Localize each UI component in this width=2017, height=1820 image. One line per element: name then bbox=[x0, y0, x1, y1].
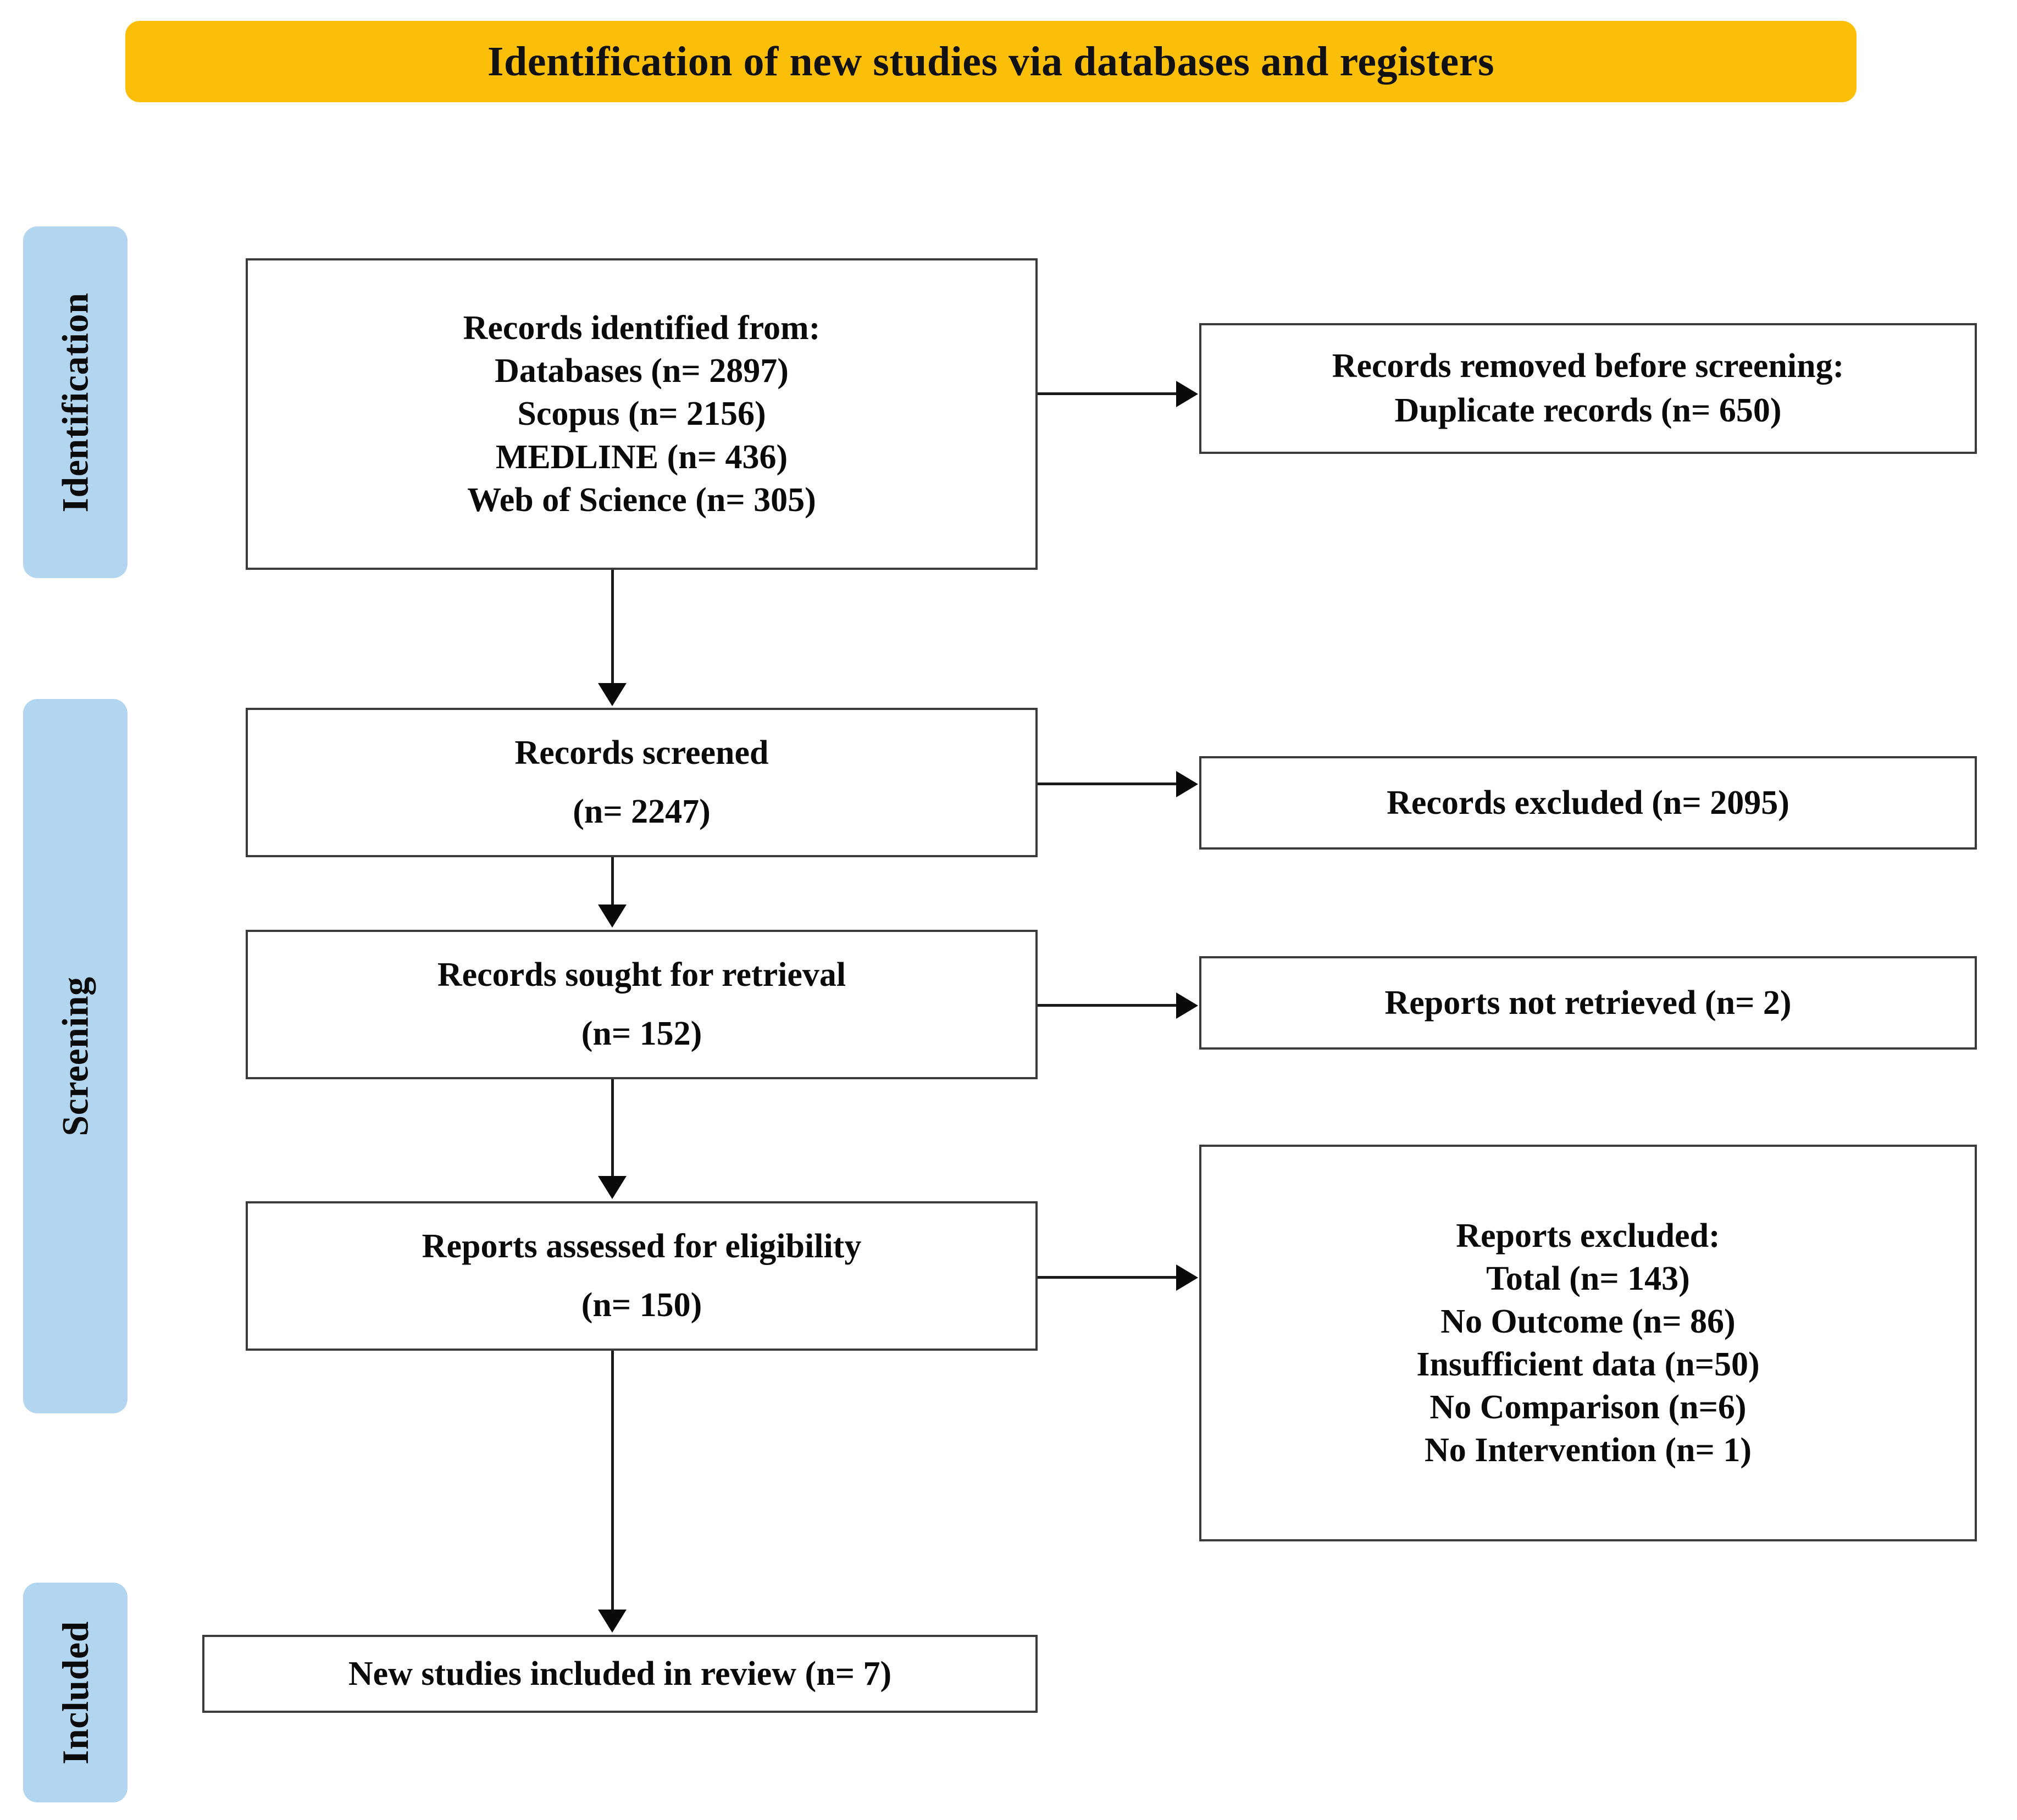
arrow-shaft bbox=[611, 1079, 614, 1178]
box-line: Insufficient data (n=50) bbox=[1416, 1346, 1760, 1383]
box-line: Records sought for retrieval bbox=[437, 956, 846, 994]
box-line: Records identified from: bbox=[463, 309, 821, 347]
box-line: Databases (n= 2897) bbox=[495, 352, 789, 390]
diagram-header-banner: Identification of new studies via databa… bbox=[125, 21, 1857, 102]
arrow-head-down-icon bbox=[598, 683, 627, 706]
box-reports-excluded: Reports excluded: Total (n= 143) No Outc… bbox=[1199, 1145, 1977, 1541]
arrow-head-right-icon bbox=[1176, 381, 1198, 407]
box-records-screened: Records screened (n= 2247) bbox=[246, 708, 1038, 857]
phase-label-identification: Identification bbox=[23, 226, 128, 578]
diagram-title: Identification of new studies via databa… bbox=[487, 38, 1495, 85]
box-line: MEDLINE (n= 436) bbox=[495, 438, 788, 476]
box-line: Reports assessed for eligibility bbox=[422, 1228, 862, 1266]
box-line: Records excluded (n= 2095) bbox=[1387, 784, 1789, 822]
box-line: Total (n= 143) bbox=[1486, 1259, 1690, 1297]
box-line: (n= 150) bbox=[581, 1286, 702, 1324]
box-line: No Outcome (n= 86) bbox=[1440, 1302, 1736, 1340]
box-reports-assessed-for-eligibility: Reports assessed for eligibility (n= 150… bbox=[246, 1201, 1038, 1351]
box-records-removed-before-screening: Records removed before screening: Duplic… bbox=[1199, 323, 1977, 454]
box-line: Duplicate records (n= 650) bbox=[1394, 392, 1782, 429]
box-records-sought-for-retrieval: Records sought for retrieval (n= 152) bbox=[246, 930, 1038, 1079]
arrow-shaft bbox=[1038, 1004, 1177, 1007]
arrow-shaft bbox=[1038, 392, 1177, 395]
arrow-head-down-icon bbox=[598, 905, 627, 928]
box-new-studies-included: New studies included in review (n= 7) bbox=[202, 1635, 1038, 1713]
arrow-head-right-icon bbox=[1176, 1264, 1198, 1291]
box-records-excluded: Records excluded (n= 2095) bbox=[1199, 756, 1977, 850]
arrow-head-right-icon bbox=[1176, 992, 1198, 1019]
box-records-identified: Records identified from: Databases (n= 2… bbox=[246, 258, 1038, 570]
arrow-head-down-icon bbox=[598, 1176, 627, 1199]
arrow-shaft bbox=[1038, 783, 1177, 785]
box-reports-not-retrieved: Reports not retrieved (n= 2) bbox=[1199, 956, 1977, 1050]
box-line: No Comparison (n=6) bbox=[1429, 1389, 1747, 1427]
box-line: (n= 2247) bbox=[573, 793, 711, 830]
arrow-shaft bbox=[611, 857, 614, 907]
box-line: Web of Science (n= 305) bbox=[467, 481, 816, 519]
phase-label-included: Included bbox=[23, 1583, 128, 1802]
box-line: No Intervention (n= 1) bbox=[1424, 1431, 1752, 1469]
box-line: Records screened bbox=[514, 734, 769, 772]
box-line: Scopus (n= 2156) bbox=[517, 395, 766, 433]
arrow-shaft bbox=[611, 570, 614, 685]
arrow-head-down-icon bbox=[598, 1610, 627, 1633]
phase-label-screening-text: Screening bbox=[54, 976, 96, 1136]
box-line: Reports excluded: bbox=[1456, 1217, 1720, 1255]
arrow-shaft bbox=[1038, 1276, 1177, 1279]
arrow-head-right-icon bbox=[1176, 771, 1198, 797]
box-line: Reports not retrieved (n= 2) bbox=[1384, 984, 1792, 1022]
arrow-shaft bbox=[611, 1351, 614, 1612]
phase-label-included-text: Included bbox=[54, 1621, 96, 1764]
box-line: (n= 152) bbox=[581, 1015, 702, 1052]
phase-label-screening: Screening bbox=[23, 699, 128, 1413]
phase-label-identification-text: Identification bbox=[54, 292, 96, 512]
box-line: New studies included in review (n= 7) bbox=[348, 1655, 892, 1693]
box-line: Records removed before screening: bbox=[1332, 347, 1844, 385]
